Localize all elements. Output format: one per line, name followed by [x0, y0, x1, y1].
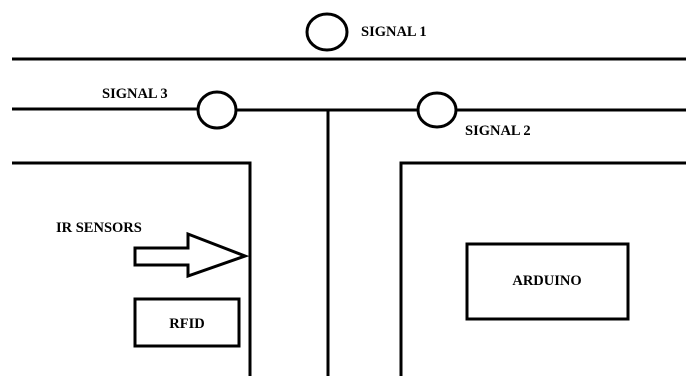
signal-1-label: SIGNAL 1: [361, 24, 427, 40]
rfid-box: [133, 297, 241, 348]
rfid-label: RFID: [169, 316, 204, 332]
signal-2-label: SIGNAL 2: [465, 123, 531, 139]
arduino-label: ARDUINO: [512, 273, 581, 289]
signal-3-label: SIGNAL 3: [102, 86, 168, 102]
left-block-outline: [12, 161, 252, 376]
ir-sensor-arrow: [133, 231, 250, 279]
right-block-outline: [399, 161, 686, 376]
ir-sensors-label: IR SENSORS: [56, 220, 142, 236]
signal-1-light: [305, 12, 349, 52]
signal-3-light: [196, 90, 238, 130]
signal-2-light: [416, 91, 458, 129]
arduino-box: [465, 242, 630, 321]
